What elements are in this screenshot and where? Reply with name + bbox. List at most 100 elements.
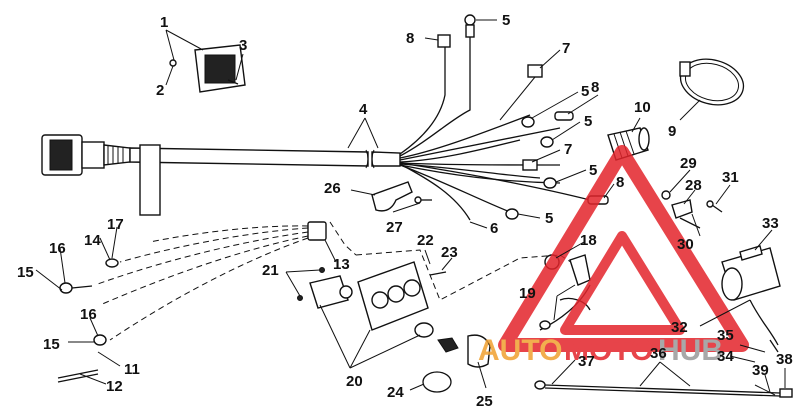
callout-37: 37 xyxy=(578,353,595,370)
callout-32: 32 xyxy=(671,319,688,336)
panel-screw xyxy=(429,271,447,276)
harness-boot-ribs xyxy=(107,146,124,164)
cable-tie-head xyxy=(679,61,691,77)
callout-16-upper: 16 xyxy=(49,240,66,257)
battery-cable xyxy=(534,380,793,398)
harness-clamp-strap xyxy=(139,144,161,216)
callout-24: 24 xyxy=(387,384,404,401)
ring-terminal-low xyxy=(505,208,519,220)
ignition-key xyxy=(437,337,459,353)
callout-5-bottom: 5 xyxy=(545,210,553,227)
callout-26: 26 xyxy=(324,180,341,197)
callout-12: 12 xyxy=(106,378,123,395)
ring-terminal-mid-b xyxy=(540,136,554,148)
callout-20: 20 xyxy=(346,373,363,390)
automotohub-watermark: AUTO MOTO HUB xyxy=(478,145,749,367)
small-hardware xyxy=(661,190,723,229)
callout-1: 1 xyxy=(160,14,168,31)
watermark-text-hub: HUB xyxy=(658,334,723,367)
terminal-connector-19 xyxy=(569,254,591,286)
washer-29 xyxy=(661,190,671,200)
callout-29: 29 xyxy=(680,155,697,172)
bullet-connector-mid xyxy=(554,111,574,121)
callout-6: 6 xyxy=(490,220,498,237)
callout-31: 31 xyxy=(722,169,739,186)
callout-5-lower: 5 xyxy=(589,162,597,179)
cable-clamp xyxy=(371,181,413,212)
watermark-triangle-inner xyxy=(560,231,685,335)
callout-21: 21 xyxy=(262,262,279,279)
ring-terminal-15-upper xyxy=(59,282,73,294)
callout-8-top: 8 xyxy=(406,30,414,47)
callout-15-upper: 15 xyxy=(17,264,34,281)
terminal-sleeve-top xyxy=(465,24,475,38)
callout-11: 11 xyxy=(124,361,140,378)
callout-33: 33 xyxy=(762,215,779,232)
callout-36: 36 xyxy=(650,345,667,362)
callout-19: 19 xyxy=(519,285,536,302)
callout-leader-lines xyxy=(35,19,786,393)
harness-plug-face xyxy=(49,139,73,171)
ring-terminal-top xyxy=(464,14,476,26)
callout-8-upper: 8 xyxy=(591,79,599,96)
key-switch-body xyxy=(309,275,349,309)
ring-terminal-15-lower xyxy=(93,334,107,346)
retaining-ring xyxy=(422,371,452,393)
callout-34: 34 xyxy=(717,348,734,365)
harness-trunk-right xyxy=(371,151,401,167)
left-wire-bundles xyxy=(57,221,357,383)
mounting-screw xyxy=(227,79,239,85)
callout-28: 28 xyxy=(685,177,702,194)
key-switch-assembly xyxy=(297,261,491,393)
screw-31 xyxy=(711,204,723,213)
main-harness-trunk xyxy=(41,134,401,216)
harness-plug-collar xyxy=(81,141,105,169)
callout-10: 10 xyxy=(634,99,651,116)
wire-piece-12 xyxy=(57,369,99,379)
callout-22: 22 xyxy=(417,232,434,249)
callout-14: 14 xyxy=(84,232,101,249)
starter-solenoid xyxy=(721,245,781,353)
callout-labels: 1 2 3 4 5 5 5 5 5 6 7 7 8 8 8 9 10 11 12… xyxy=(17,12,793,410)
callout-5-upper: 5 xyxy=(581,83,589,100)
callout-18: 18 xyxy=(580,232,597,249)
callout-7-lower: 7 xyxy=(564,141,572,158)
bullet-connector-top xyxy=(437,34,451,48)
cable-end-38 xyxy=(779,388,793,398)
callout-13: 13 xyxy=(333,256,350,273)
callout-25: 25 xyxy=(476,393,493,410)
clip-28 xyxy=(671,199,693,219)
small-screw xyxy=(169,59,177,67)
callout-15-lower: 15 xyxy=(43,336,60,353)
callout-35: 35 xyxy=(717,327,734,344)
callout-8-lower: 8 xyxy=(616,174,624,191)
cable-ring-terminal-37 xyxy=(534,380,546,390)
watermark-triangle-outer xyxy=(498,145,749,352)
harness-breakout-wires xyxy=(399,30,591,221)
callout-27: 27 xyxy=(386,219,403,236)
callout-9: 9 xyxy=(668,123,676,140)
callout-17: 17 xyxy=(107,216,124,233)
watermark-text-auto: AUTO xyxy=(478,334,562,367)
ring-terminal-14 xyxy=(105,258,119,268)
callout-38: 38 xyxy=(776,351,793,368)
callout-16-lower: 16 xyxy=(80,306,97,323)
callout-2: 2 xyxy=(156,82,164,99)
callout-7-upper: 7 xyxy=(562,40,570,57)
callout-5-mid: 5 xyxy=(584,113,592,130)
cable-tie-strap xyxy=(679,58,745,106)
ring-terminal-mid-c xyxy=(543,177,557,189)
watermark-text-moto: MOTO xyxy=(564,334,653,367)
ring-terminal-mid-a xyxy=(521,116,535,128)
spade-connector-lower xyxy=(522,159,538,171)
callout-23: 23 xyxy=(441,244,458,261)
key-switch-plug xyxy=(307,221,327,241)
callout-4: 4 xyxy=(359,101,368,118)
switch-cover-boot xyxy=(467,334,491,368)
spade-connector-upper xyxy=(527,64,543,78)
callout-5-top: 5 xyxy=(502,12,510,29)
harness-break-marks xyxy=(365,149,375,169)
harness-trunk-left xyxy=(129,147,369,167)
